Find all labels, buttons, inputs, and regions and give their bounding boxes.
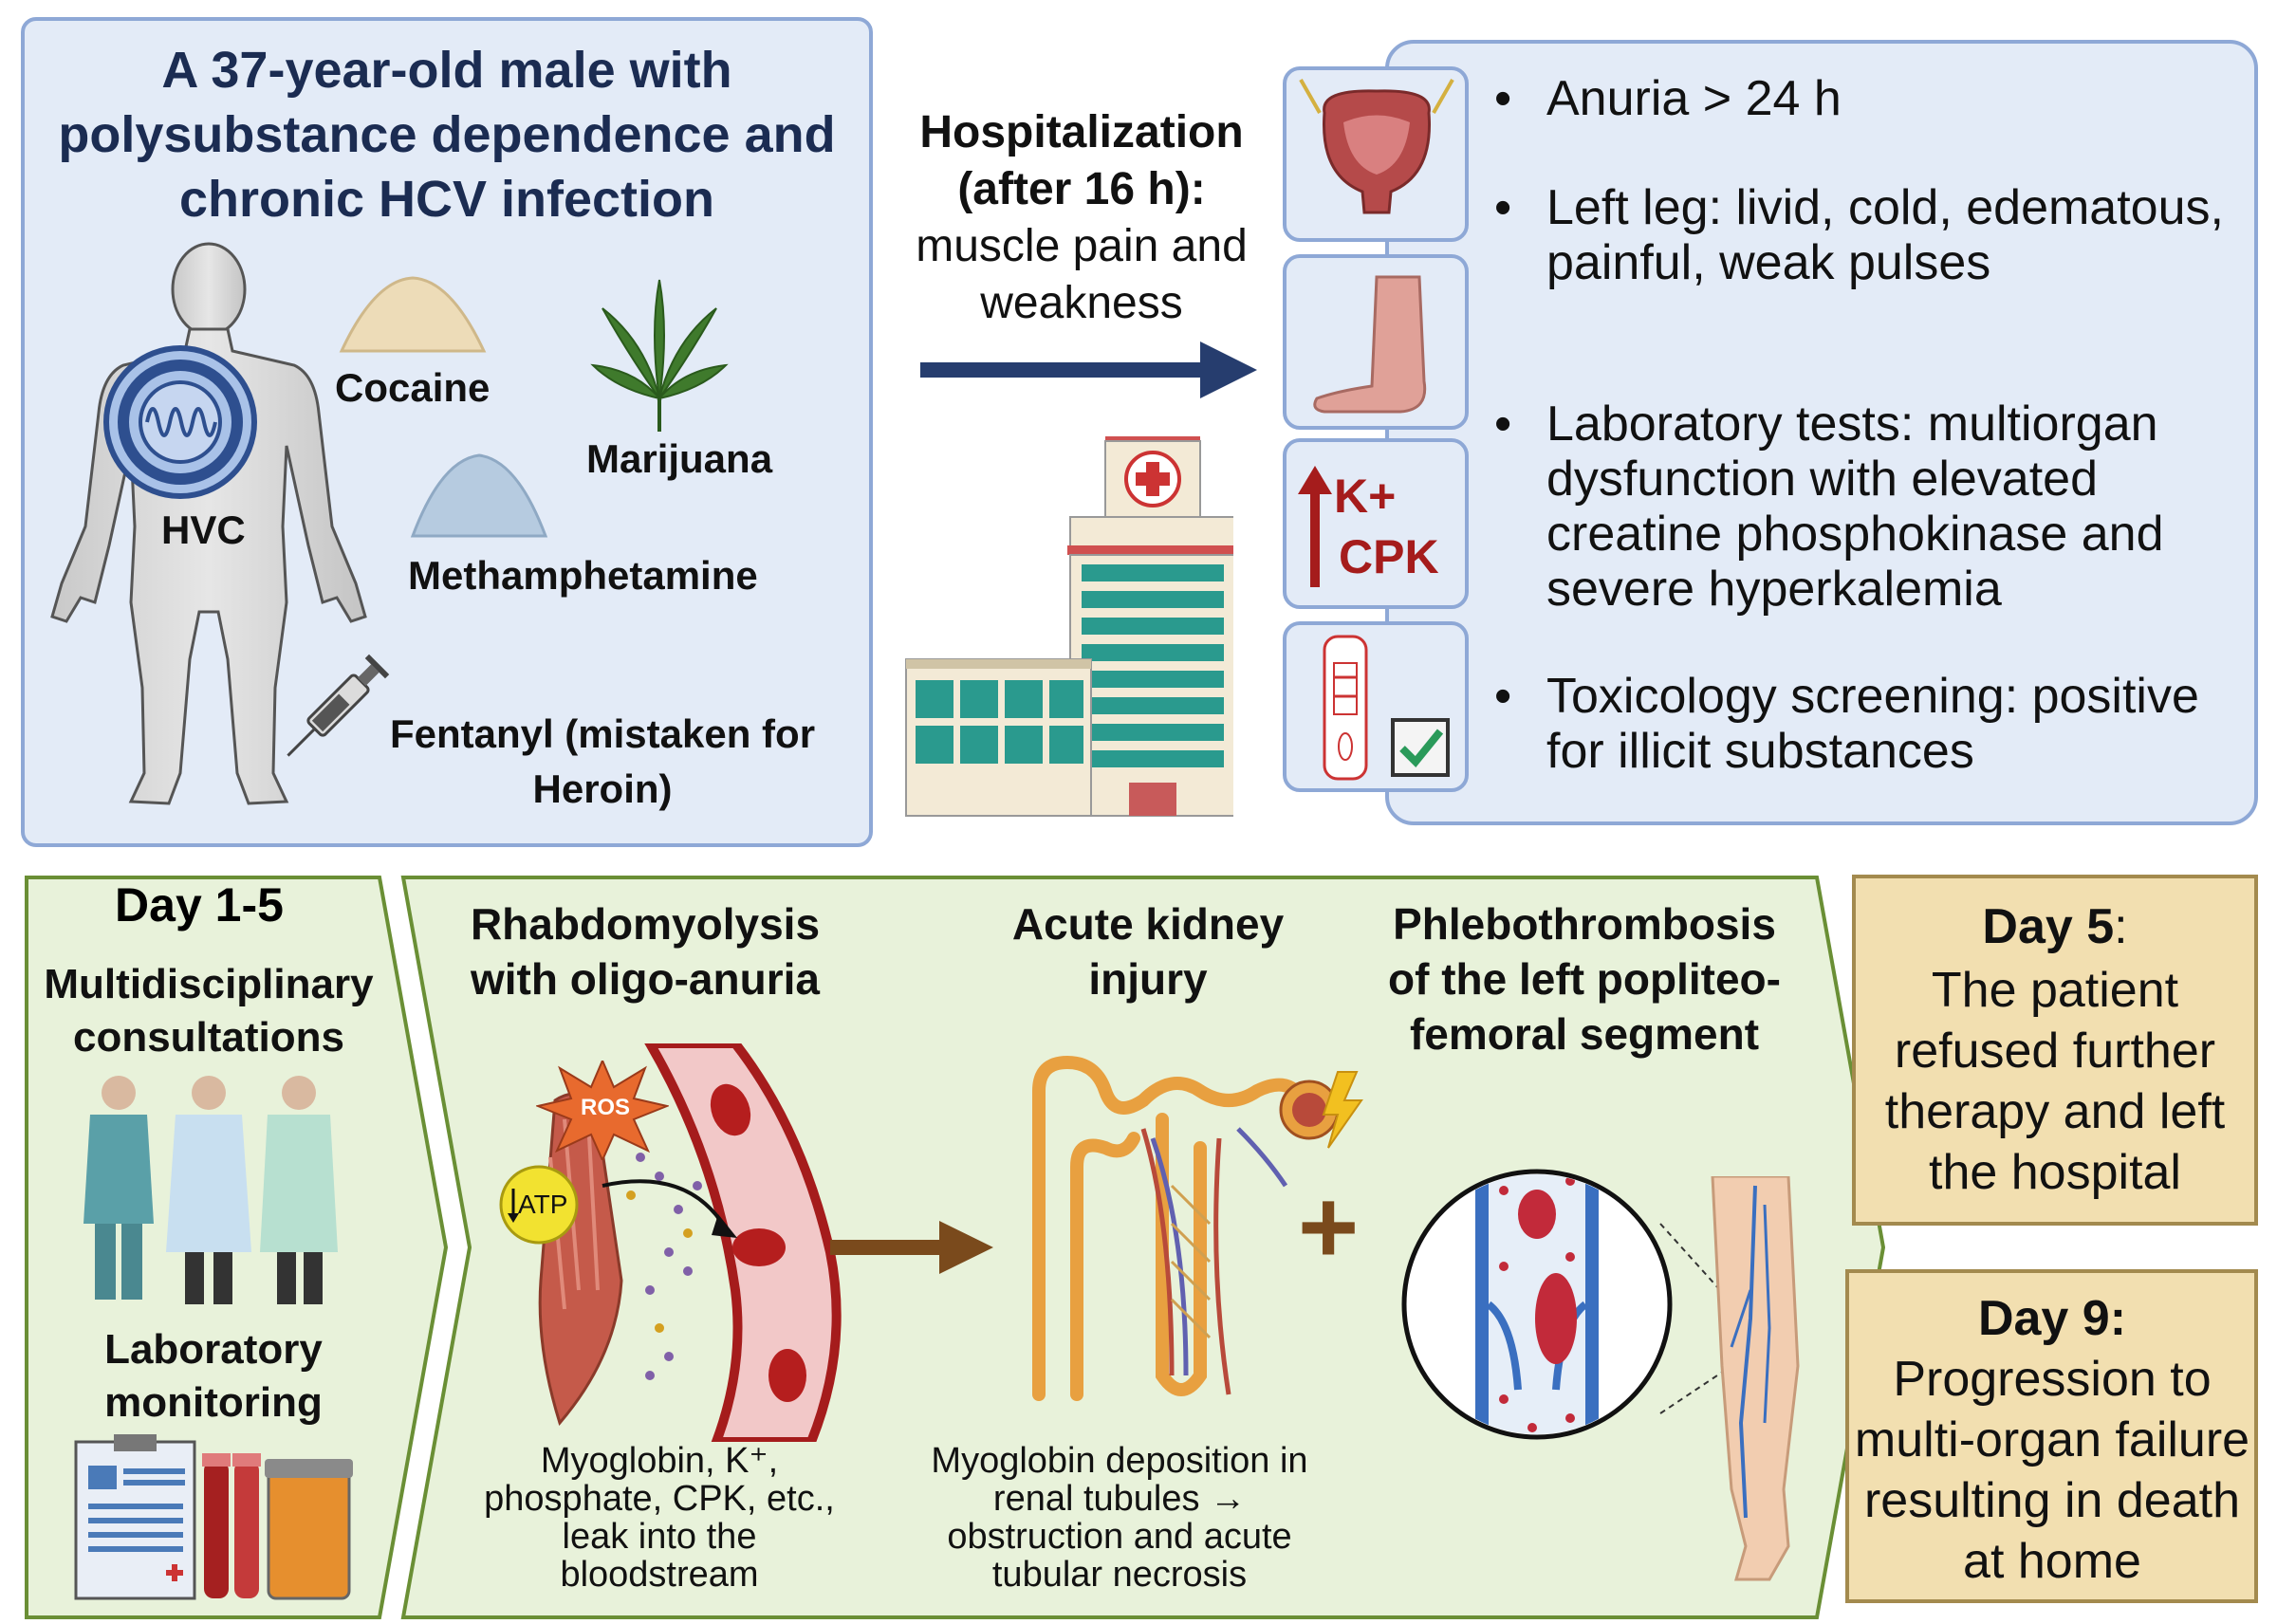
day9-title: Day 9: [1977,1291,2127,1346]
bladder-icon [1299,79,1454,214]
drug-test-strip-icon [1323,635,1368,781]
marijuana-label: Marijuana [586,436,773,481]
finding-item: •Anuria > 24 h [1494,71,1842,126]
aki-caption: Myoglobin deposition in renal tubules → … [931,1441,1308,1595]
finding-item: •Toxicology screening: positive for illi… [1494,669,2199,779]
cocaine-powder-icon [339,276,487,353]
cocaine-label: Cocaine [335,365,491,410]
atp-label: ATP [518,1190,568,1219]
aki-title: Acute kidney injury [1011,899,1285,1004]
thrombosis-zoom-illustration [1401,1169,1673,1440]
rhabdomyolysis-title: Rhabdomyolysis with oligo-anuria [470,899,821,1004]
leg-icon-box [1283,254,1469,430]
rhabdomyolysis-caption: Myoglobin, K⁺, phosphate, CPK, etc., lea… [484,1441,835,1595]
potassium-label: K+ [1334,470,1397,523]
day9-box [1845,1269,2258,1603]
phlebothrombosis-title: Phlebothrombosis of the left popliteo-fe… [1388,899,1781,1059]
day5-heading: Day 5: [1860,896,2250,957]
hospitalization-body: muscle pain and weakness [916,221,1248,328]
day5-suffix: : [2114,899,2128,954]
arrow-right-icon [920,341,1257,398]
lab-values-box: K+ CPK [1283,438,1469,609]
day5-box [1852,875,2258,1226]
ros-burst-icon [536,1061,669,1160]
findings-panel [1385,40,2258,825]
atp-circle-icon [499,1165,579,1245]
day9-body: Progression to multi-organ failure resul… [1854,1352,2250,1589]
finding-item: •Left leg: livid, cold, edematous, painf… [1494,180,2224,290]
cpk-label: CPK [1339,530,1439,583]
day5-title: Day 5 [1982,899,2115,954]
day1-5-title: Day 1-5 [115,878,284,932]
bullet-dot-icon: • [1494,669,1512,724]
doctors-group-icon [83,1076,338,1304]
tox-test-box [1283,621,1469,792]
lab-monitoring-label: Laboratory monitoring [104,1326,323,1426]
nephron-illustration [1032,1055,1363,1401]
patient-title: A 37-year-old male with polysubstance de… [58,42,836,228]
checkmark-icon [1391,718,1450,777]
plus-sign: + [1298,1169,1360,1285]
virus-label: HVC [161,508,246,552]
bullet-dot-icon: • [1494,71,1512,126]
day5-body: The patient refused further therapy and … [1884,963,2226,1200]
hospitalization-title: Hospitalization (after 16 h): [919,107,1244,214]
ros-label: ROS [581,1095,631,1120]
consultations-label: Multidisciplinary consultations [44,961,374,1061]
leg-foot-icon [1313,275,1427,414]
syringe-icon [287,654,390,757]
hospital-building-icon [905,436,1233,817]
finding-item: •Laboratory tests: multiorgan dysfunctio… [1494,397,2164,617]
methamphetamine-powder-icon [410,453,548,538]
bladder-icon-box [1283,66,1469,242]
fentanyl-label: Fentanyl (mistaken for Heroin) [389,711,816,811]
arrow-right-brown-icon [830,1221,993,1274]
hcv-virus-icon [103,345,257,499]
muscle-vessel-illustration [538,1043,842,1442]
methamphetamine-label: Methamphetamine [408,553,758,598]
marijuana-leaf-icon [590,279,729,432]
lab-supplies-icon [74,1434,353,1600]
bullet-dot-icon: • [1494,397,1512,452]
arrow-up-icon [1298,466,1332,587]
leg-veins-illustration [1659,1176,1800,1581]
human-body-figure [50,242,367,805]
bullet-dot-icon: • [1494,180,1512,235]
